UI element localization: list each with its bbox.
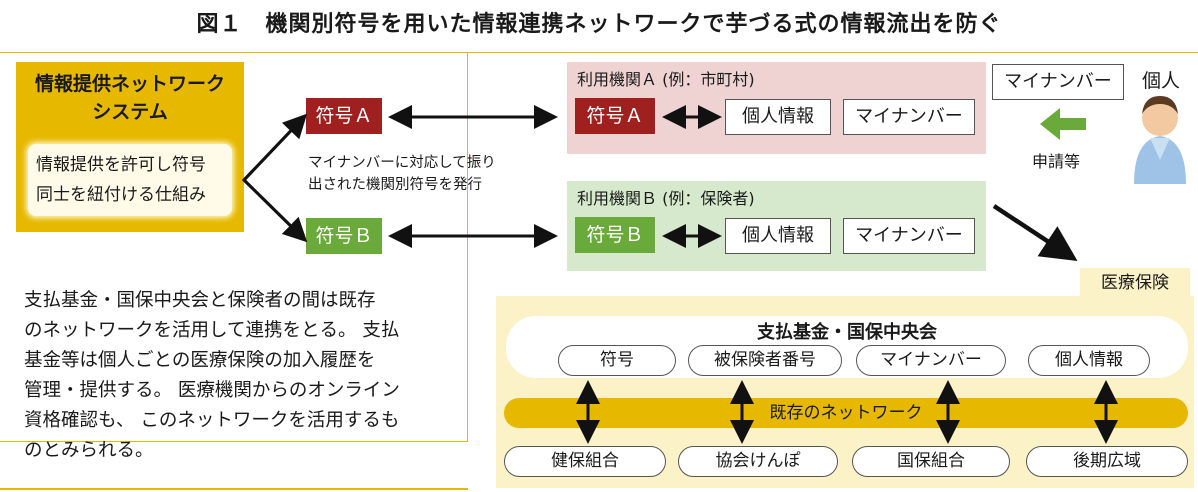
person-icon (1134, 96, 1186, 184)
issue-note-line1: マイナンバーに対応して振り (308, 155, 496, 171)
explanation-line: のネットワークを活用して連携をとる。 支払 (24, 320, 400, 341)
medical-insurance-tab: 医療保険 (1080, 268, 1190, 298)
system-title: 情報提供ネットワーク システム (16, 70, 244, 126)
branch-arrow-to-code-b (242, 178, 308, 243)
existing-network-bar: 既存のネットワーク (504, 398, 1188, 428)
insurer-kyokai-kenpo: 協会けんぽ (678, 446, 838, 477)
institution-a-personal-info: 個人情報 (725, 99, 831, 135)
fund-item-code: 符号 (558, 345, 676, 376)
institution-a-label: 利用機関Ａ (例：市町村) (577, 70, 755, 89)
application-label: 申請等 (1032, 152, 1081, 171)
institution-a-panel: 利用機関Ａ (例：市町村) 符号Ａ 個人情報 マイナンバー (567, 62, 986, 154)
green-left-arrow-icon (1040, 108, 1086, 140)
person-label: 個人 (1142, 70, 1181, 92)
institution-b-label: 利用機関Ｂ (例：保険者) (577, 189, 755, 208)
institution-a-code: 符号Ａ (575, 98, 655, 134)
explanation-line: 基金等は個人ごとの医療保険の加入履歴を (24, 350, 376, 371)
explanation-line: 管理・提供する。 医療機関からのオンライン (24, 380, 400, 401)
institution-b-personal-info: 個人情報 (725, 218, 831, 254)
system-title-line1: 情報提供ネットワーク (34, 73, 225, 95)
branch-arrow-head-lines (241, 116, 305, 240)
fund-item-insured-number: 被保険者番号 (688, 345, 842, 376)
explanation-line: 資格確認も、 このネットワークを活用するも (24, 410, 400, 431)
insurer-kouki-kouiki: 後期広域 (1026, 446, 1188, 477)
code-a-box: 符号Ａ (306, 98, 382, 134)
fund-title: 支払基金・国保中央会 (757, 322, 937, 343)
branch-arrow-to-code-a (242, 113, 308, 182)
code-b-box: 符号Ｂ (306, 218, 382, 254)
system-desc-line2: 同士を紐付ける仕組み (36, 185, 206, 205)
fund-item-personal-info: 個人情報 (1028, 345, 1150, 376)
insurer-kenpo-kumiai: 健保組合 (504, 446, 666, 477)
diagram-title: 図１ 機関別符号を用いた情報連携ネットワークで芋づる式の情報流出を防ぐ (196, 12, 1002, 37)
institution-a-my-number: マイナンバー (843, 99, 975, 135)
system-description: 情報提供を許可し符号 同士を紐付ける仕組み (28, 144, 232, 216)
fund-item-my-number: マイナンバー (856, 345, 1006, 376)
explanation-text: 支払基金・国保中央会と保険者の間は既存 のネットワークを活用して連携をとる。 支… (24, 286, 454, 466)
system-title-line2: システム (92, 101, 168, 123)
system-desc-line1: 情報提供を許可し符号 (36, 155, 206, 175)
info-network-system-box: 情報提供ネットワーク システム 情報提供を許可し符号 同士を紐付ける仕組み (16, 62, 244, 232)
insurer-kokuho-kumiai: 国保組合 (852, 446, 1010, 477)
institution-b-my-number: マイナンバー (843, 218, 975, 254)
to-medical-arrow (992, 204, 1078, 261)
explanation-line: のとみられる。 (24, 440, 154, 461)
gold-divider-bottom (0, 488, 468, 490)
gold-divider-top (0, 52, 1198, 53)
issue-note-line2: 出された機関別符号を発行 (308, 177, 482, 193)
issue-note: マイナンバーに対応して振り 出された機関別符号を発行 (308, 152, 558, 196)
explanation-line: 支払基金・国保中央会と保険者の間は既存 (24, 290, 376, 311)
person-my-number-box: マイナンバー (992, 64, 1124, 100)
institution-b-panel: 利用機関Ｂ (例：保険者) 符号Ｂ 個人情報 マイナンバー (567, 181, 986, 271)
institution-b-code: 符号Ｂ (575, 217, 655, 253)
